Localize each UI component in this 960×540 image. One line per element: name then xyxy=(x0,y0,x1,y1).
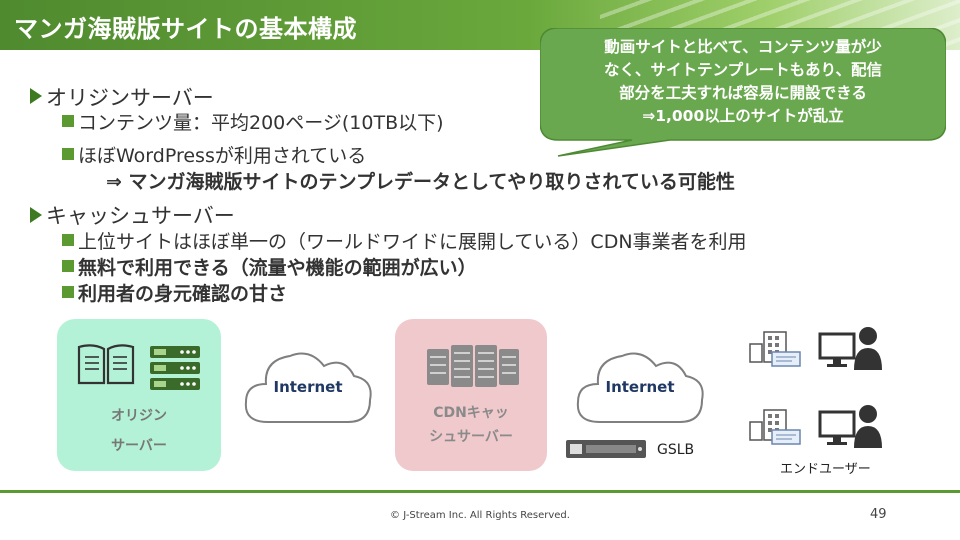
callout-text: 動画サイトと比べて、コンテンツ量が少 なく、サイトテンプレートもあり、配信 部分… xyxy=(540,36,946,128)
callout-line: 部分を工夫すれば容易に開設できる xyxy=(619,84,867,102)
cdn-label-line: シュサーバー xyxy=(429,429,513,445)
server-cluster-icon xyxy=(427,345,519,387)
user-at-computer-icon xyxy=(818,405,882,448)
cache-item-1: 上位サイトはほぼ単一の（ワールドワイドに展開している）CDN事業者を利用 xyxy=(78,231,747,253)
gslb-device-icon xyxy=(566,440,646,458)
bullet-triangle-icon xyxy=(30,88,42,104)
user-at-computer-icon xyxy=(818,327,882,370)
cdn-label: CDNキャッ シュサーバー xyxy=(395,401,547,449)
copyright: © J-Stream Inc. All Rights Reserved. xyxy=(390,510,570,521)
origin-item-2: ほぼWordPressが利用されている xyxy=(78,145,367,167)
cache-heading: キャッシュサーバー xyxy=(46,204,235,228)
bullet-square-icon xyxy=(62,234,74,246)
title-bar: マンガ海賊版サイトの基本構成 xyxy=(0,0,960,50)
origin-heading: オリジンサーバー xyxy=(46,86,214,110)
end-user-label: エンドユーザー xyxy=(780,462,871,477)
internet-cloud-icon xyxy=(244,352,372,423)
cache-item-3: 利用者の身元確認の甘さ xyxy=(78,283,288,305)
callout-bubble: 動画サイトと比べて、コンテンツ量が少 なく、サイトテンプレートもあり、配信 部分… xyxy=(540,28,946,157)
origin-label-line: サーバー xyxy=(111,438,167,454)
internet-cloud-icon xyxy=(576,352,704,423)
cdn-cache-server-box: CDNキャッ シュサーバー xyxy=(395,319,547,471)
internet-label-2: Internet xyxy=(605,378,675,396)
gslb-label: GSLB xyxy=(657,442,695,458)
page-title: マンガ海賊版サイトの基本構成 xyxy=(14,15,357,43)
bullet-square-icon xyxy=(62,260,74,272)
building-icon xyxy=(749,331,801,367)
bullet-square-icon xyxy=(62,148,74,160)
bullet-square-icon xyxy=(62,115,74,127)
bullet-square-icon xyxy=(62,286,74,298)
origin-label-line: オリジン xyxy=(111,408,167,424)
callout-shape xyxy=(540,28,946,157)
server-rack-icon xyxy=(150,346,200,390)
page-number: 49 xyxy=(870,507,887,522)
callout-line: なく、サイトテンプレートもあり、配信 xyxy=(604,61,882,79)
internet-label-1: Internet xyxy=(273,378,343,396)
footer-divider xyxy=(0,490,960,493)
origin-label: オリジン サーバー xyxy=(57,401,221,461)
origin-item-1: コンテンツ量：平均200ページ(10TB以下) xyxy=(78,112,444,134)
origin-server-box: オリジン サーバー xyxy=(57,319,221,471)
book-icon xyxy=(77,344,135,385)
cache-item-2: 無料で利用できる（流量や機能の範囲が広い） xyxy=(78,257,477,279)
callout-line: ⇒1,000以上のサイトが乱立 xyxy=(642,107,844,125)
callout-line: 動画サイトと比べて、コンテンツ量が少 xyxy=(604,38,882,56)
origin-item-2-sub: ⇒ マンガ海賊版サイトのテンプレデータとしてやり取りされている可能性 xyxy=(106,171,735,193)
cdn-label-line: CDNキャッ xyxy=(433,405,509,421)
bullet-triangle-icon xyxy=(30,207,42,223)
building-icon xyxy=(749,409,801,445)
